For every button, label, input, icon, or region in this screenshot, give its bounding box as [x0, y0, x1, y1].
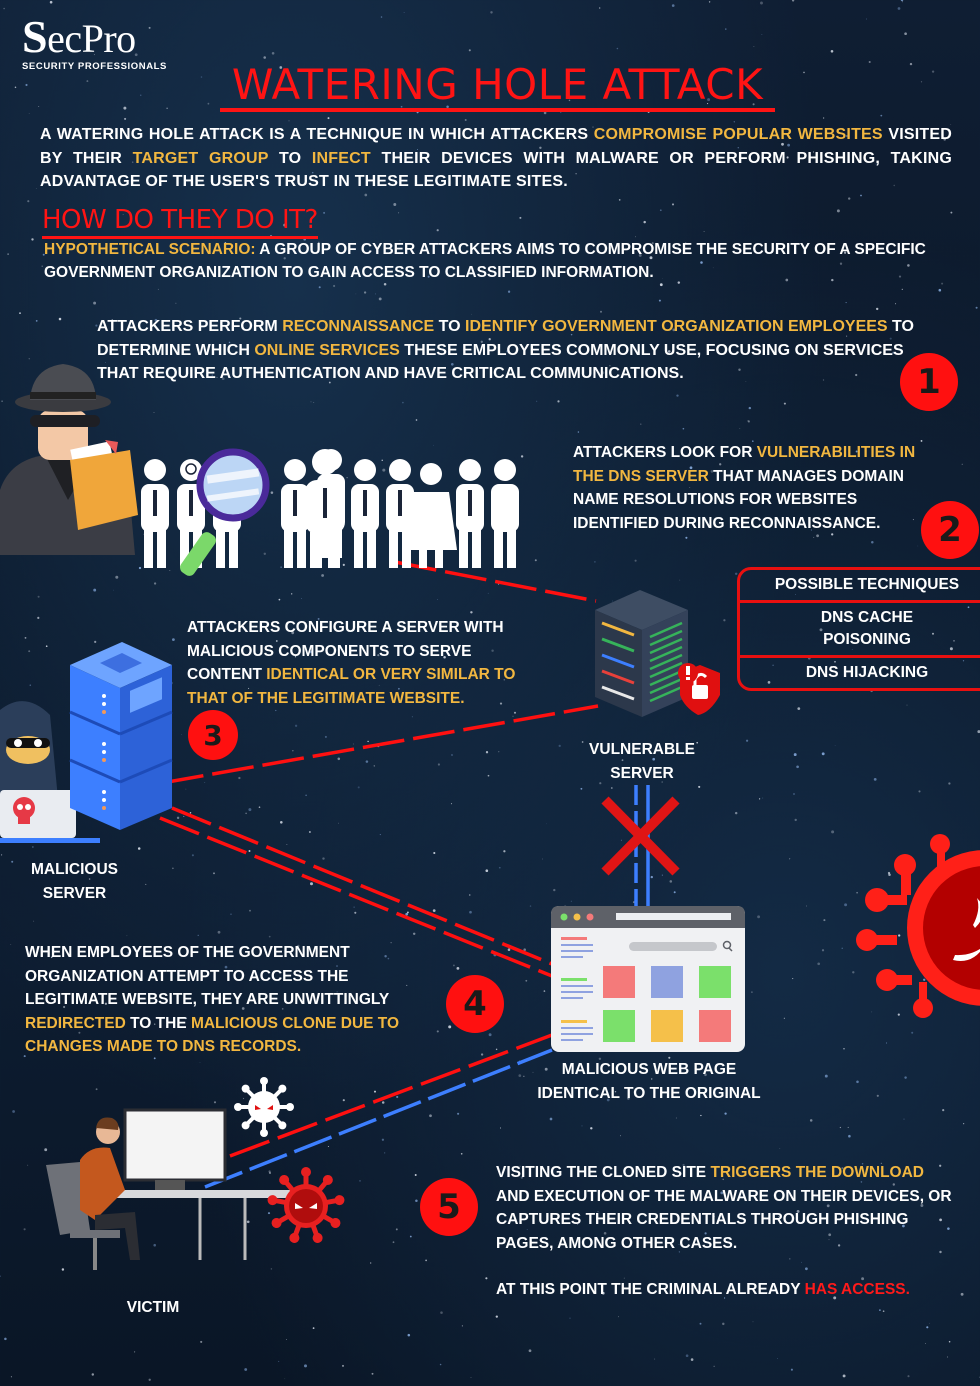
has-access-alert: HAS ACCESS. — [804, 1281, 910, 1298]
highlight-text: MALICIOUS CLONE DUE TO CHANGES MADE TO D… — [25, 1014, 400, 1056]
intro-paragraph: A WATERING HOLE ATTACK IS A TECHNIQUE IN… — [40, 126, 952, 190]
page-title: WATERING HOLE ATTACK — [220, 62, 775, 112]
unlocked-shield-icon — [678, 663, 720, 715]
highlight-text: ONLINE SERVICES — [254, 341, 400, 359]
spy-attacker-icon — [0, 364, 138, 555]
scenario-label: HYPOTHETICAL SCENARIO: — [44, 241, 256, 258]
highlight-text: TRIGGERS THE DOWNLOAD — [710, 1164, 924, 1181]
malicious-server-hacker-icon — [0, 642, 173, 843]
virus-large-partial-icon — [856, 834, 980, 1018]
virus-red-icon — [266, 1167, 346, 1245]
malicious-server-label: MALICIOUS SERVER — [31, 861, 118, 902]
conclusion-text: AT THIS POINT THE CRIMINAL ALREADY — [496, 1281, 805, 1298]
techniques-header: POSSIBLE TECHNIQUES — [774, 576, 960, 593]
step-badge-4: 4 — [446, 975, 504, 1033]
step-badge-5: 5 — [420, 1178, 478, 1236]
malicious-webpage-browser-icon — [551, 906, 745, 1052]
highlight-text: IDENTICAL OR VERY SIMILAR TO THAT OF THE… — [187, 666, 516, 707]
step-badge-3: 3 — [188, 710, 238, 760]
technique-dns-cache-poisoning: DNS CACHE POISONING — [740, 600, 980, 655]
virus-white-icon — [234, 1077, 294, 1137]
secpro-logo: SecPro SECURITY PROFESSIONALS — [22, 11, 167, 73]
employees-group-icon — [141, 448, 519, 576]
vulnerable-server-label: VULNERABLE SERVER — [589, 741, 695, 782]
blocked-x-icon — [601, 796, 680, 876]
highlight-text: RECONNAISSANCE — [282, 318, 435, 335]
vulnerable-server-icon — [595, 590, 720, 717]
victim-label: VICTIM — [126, 1299, 180, 1316]
highlight-text: REDIRECTED — [25, 1014, 126, 1032]
malicious-webpage-label: MALICIOUS WEB PAGE IDENTICAL TO THE ORIG… — [537, 1061, 761, 1102]
possible-techniques-box: POSSIBLE TECHNIQUES DNS CACHE POISONING … — [737, 567, 980, 691]
step-5-text: VISITING THE CLONED SITE TRIGGERS THE DO… — [496, 1164, 952, 1298]
highlight-text: IDENTIFY GOVERNMENT ORGANIZATION EMPLOYE… — [465, 318, 888, 335]
step-3-text: ATTACKERS CONFIGURE A SERVER WITH MALICI… — [187, 619, 516, 707]
step-1-text: ATTACKERS PERFORM RECONNAISSANCE TO IDEN… — [97, 318, 914, 382]
scenario-paragraph: HYPOTHETICAL SCENARIO: A GROUP OF CYBER … — [44, 241, 926, 281]
technique-dns-hijacking: DNS HIJACKING — [740, 655, 980, 688]
logo-tagline: SECURITY PROFESSIONALS — [22, 61, 167, 72]
logo-brand-text: ecPro — [47, 16, 136, 61]
step-4-text: WHEN EMPLOYEES OF THE GOVERNMENT ORGANIZ… — [25, 944, 400, 1056]
step-2-text: ATTACKERS LOOK FOR VULNERABILITIES IN TH… — [573, 444, 916, 532]
logo-initial: S — [22, 11, 48, 62]
highlight-text: VULNERABILITIES IN THE DNS SERVER — [573, 444, 916, 485]
step-badge-2: 2 — [921, 501, 979, 559]
step-badge-1: 1 — [900, 353, 958, 411]
section-heading-how: HOW DO THEY DO IT? — [42, 204, 318, 239]
victim-at-computer-icon — [46, 1108, 300, 1270]
